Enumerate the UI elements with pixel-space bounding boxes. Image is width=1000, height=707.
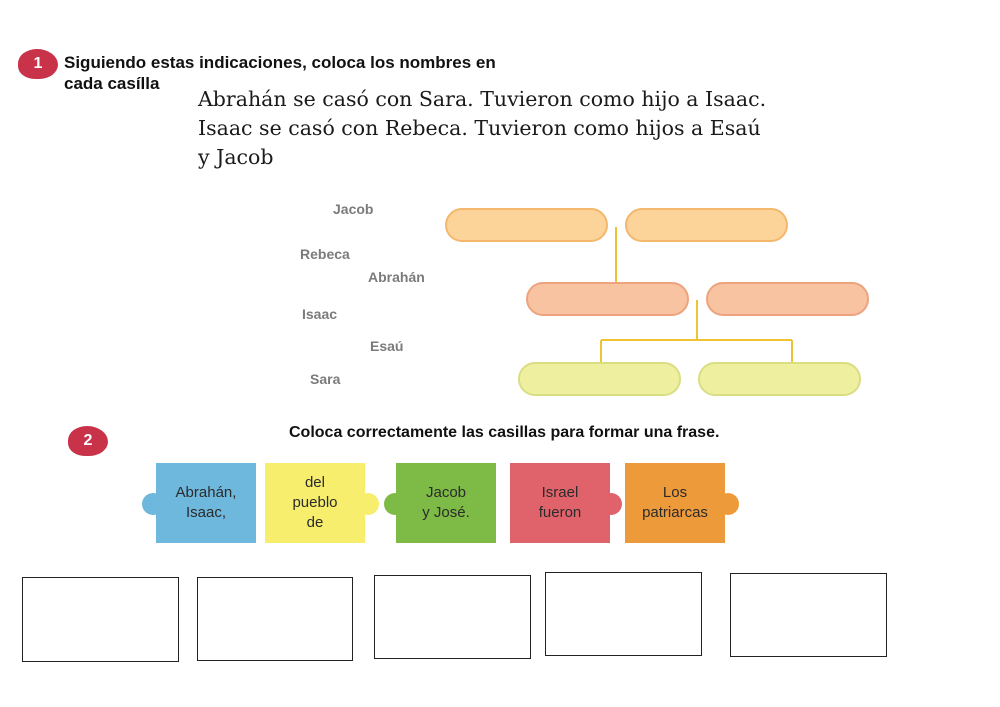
tree-slot-row1-right[interactable]	[625, 208, 788, 242]
name-tile-abrahan[interactable]: Abrahán	[368, 269, 425, 285]
name-tile-rebeca[interactable]: Rebeca	[300, 246, 350, 262]
story-text: Abrahán se casó con Sara. Tuvieron como …	[198, 85, 766, 172]
drop-box-4[interactable]	[545, 572, 702, 656]
puzzle-piece-2-text: del pueblo de	[292, 474, 338, 531]
instruction-1-line1: Siguiendo estas indicaciones, coloca los…	[64, 53, 496, 72]
name-tile-esau[interactable]: Esaú	[370, 338, 404, 354]
instruction-1-line2: cada casílla	[64, 74, 160, 93]
puzzle-tab	[142, 493, 164, 515]
tree-slot-row3-right[interactable]	[698, 362, 861, 396]
drop-box-1[interactable]	[22, 577, 179, 662]
puzzle-piece-4[interactable]: Israel fueron	[510, 463, 622, 543]
tree-slot-row2-right[interactable]	[706, 282, 869, 316]
drop-box-3[interactable]	[374, 575, 531, 659]
story-line-1: Abrahán se casó con Sara. Tuvieron como …	[198, 87, 767, 111]
name-tile-jacob[interactable]: Jacob	[333, 201, 374, 217]
puzzle-tab	[600, 493, 622, 515]
drop-box-5[interactable]	[730, 573, 887, 657]
puzzle-tab	[357, 493, 379, 515]
drop-box-2[interactable]	[197, 577, 353, 661]
tree-slot-row2-left[interactable]	[526, 282, 689, 316]
instruction-2: Coloca correctamente las casillas para f…	[289, 424, 720, 441]
name-tile-isaac[interactable]: Isaac	[302, 306, 338, 322]
tree-slot-row3-left[interactable]	[518, 362, 681, 396]
story-line-2: Isaac se casó con Rebeca. Tuvieron como …	[198, 116, 761, 140]
step-1-badge: 1	[18, 49, 58, 79]
story-line-3: y Jacob	[198, 145, 274, 169]
puzzle-piece-2[interactable]: del pueblo de	[265, 463, 379, 543]
instruction-1: Siguiendo estas indicaciones, coloca los…	[64, 52, 496, 94]
puzzle-piece-1-text: Abrahán, Isaac,	[175, 484, 237, 521]
puzzle-tab	[717, 493, 739, 515]
tree-slot-row1-left[interactable]	[445, 208, 608, 242]
puzzle-piece-3-text: Jacob y José.	[422, 484, 470, 521]
puzzle-piece-5-text: Los patriarcas	[642, 484, 708, 521]
puzzle-piece-1[interactable]: Abrahán, Isaac,	[142, 463, 256, 543]
puzzle-piece-4-text: Israel fueron	[538, 484, 582, 521]
puzzle-piece-5[interactable]: Los patriarcas	[625, 463, 739, 543]
puzzle-piece-3[interactable]: Jacob y José.	[384, 463, 496, 543]
step-2-badge: 2	[68, 426, 108, 456]
puzzle-tab	[384, 493, 406, 515]
name-tile-sara[interactable]: Sara	[310, 371, 341, 387]
